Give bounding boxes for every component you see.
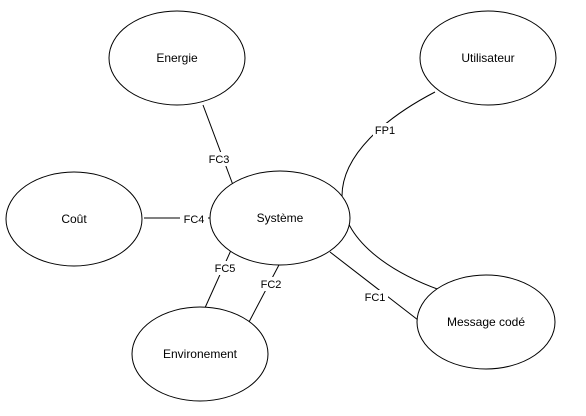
edge-label-fc4-group: FC4: [180, 212, 208, 226]
node-label-systeme: Système: [257, 211, 304, 225]
edge-fp1: [341, 91, 441, 291]
edge-label-fc1: FC1: [365, 292, 386, 304]
edge-fc5: [203, 247, 233, 311]
node-utilisateur: Utilisateur: [419, 10, 557, 106]
edge-label-fc3-group: FC3: [205, 152, 233, 166]
edge-label-fp1-group: FP1: [373, 123, 397, 137]
edge-fc3: [202, 104, 234, 186]
edge-label-fc3: FC3: [209, 154, 230, 166]
edge-label-fc5: FC5: [215, 263, 236, 275]
edge-label-fp1: FP1: [375, 125, 395, 137]
node-systeme: Système: [209, 170, 351, 266]
node-label-cout: Coût: [61, 212, 87, 226]
node-message: Message codé: [416, 274, 556, 370]
node-label-energie: Energie: [156, 51, 198, 65]
node-environement: Environement: [131, 306, 269, 402]
edge-fc2: [248, 262, 281, 323]
edge-label-fc4: FC4: [184, 214, 205, 226]
edge-fc1: [329, 251, 419, 321]
node-cout: Coût: [5, 171, 143, 267]
edge-label-fc5-group: FC5: [211, 261, 239, 275]
node-energie: Energie: [108, 10, 246, 106]
edge-label-fc1-group: FC1: [362, 290, 388, 304]
edge-label-fc2: FC2: [261, 279, 282, 291]
node-label-environement: Environement: [163, 347, 238, 361]
node-label-utilisateur: Utilisateur: [461, 51, 514, 65]
edge-label-fc2-group: FC2: [257, 277, 285, 291]
node-label-message: Message codé: [447, 315, 525, 329]
